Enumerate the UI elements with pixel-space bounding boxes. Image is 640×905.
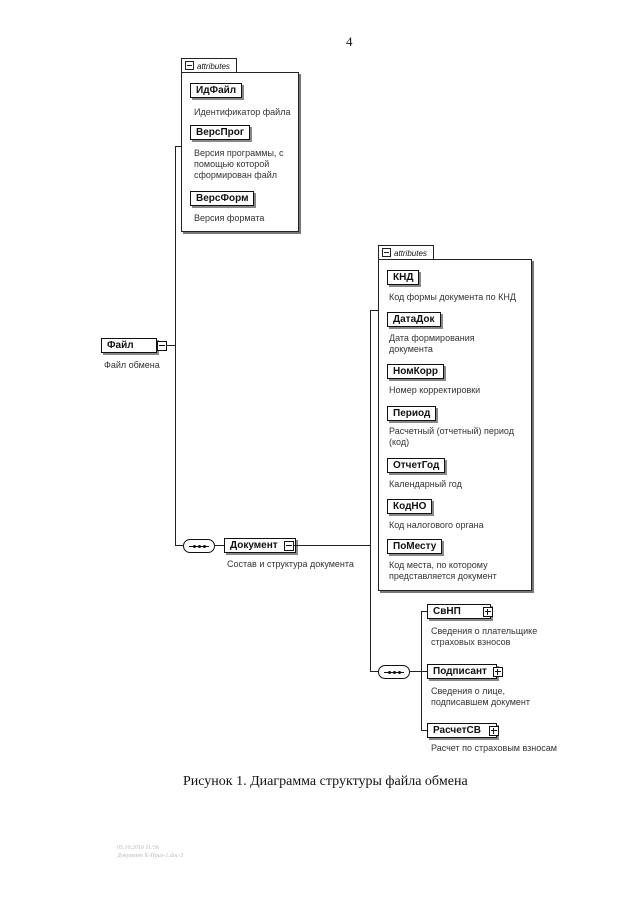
connector	[175, 146, 176, 546]
connector	[370, 671, 378, 672]
attr-knd[interactable]: КНД	[387, 270, 420, 285]
connector	[166, 345, 175, 346]
connector	[214, 545, 224, 546]
attr-idfile-desc: Идентификатор файла	[194, 107, 291, 117]
child-svnp-desc: Сведения о плательщике страховых взносов	[431, 626, 538, 647]
stamp-line-2: Документ К-Прил-1.doc-3	[117, 853, 184, 859]
sequence-icon	[183, 539, 215, 553]
attr-kodno-desc: Код налогового органа	[389, 520, 484, 530]
attr-otchetgod-desc: Календарный год	[389, 479, 462, 489]
child-raschetsv[interactable]: РасчетСВ	[427, 723, 497, 738]
attr-idfile[interactable]: ИдФайл	[190, 83, 243, 98]
child-raschetsv-desc: Расчет по страховым взносам	[431, 743, 557, 753]
doc-attributes-group: КНД Код формы документа по КНД ДатаДок Д…	[378, 259, 532, 591]
attr-period[interactable]: Период	[387, 406, 437, 421]
attr-knd-desc: Код формы документа по КНД	[389, 292, 516, 302]
doc-attributes-label: attributes	[394, 249, 427, 258]
attr-period-desc: Расчетный (отчетный) период (код)	[389, 426, 514, 447]
sequence-icon	[378, 665, 410, 679]
connector	[370, 310, 371, 672]
document-desc: Состав и структура документа	[227, 559, 354, 569]
collapse-icon[interactable]	[382, 248, 391, 257]
file-attributes-group: ИдФайл Идентификатор файла ВерсПрог Верс…	[181, 72, 299, 232]
connector	[175, 545, 183, 546]
connector	[294, 545, 370, 546]
expand-plus-icon[interactable]	[493, 667, 503, 677]
connector	[421, 730, 427, 731]
attr-datadok[interactable]: ДатаДок	[387, 312, 441, 327]
attr-versprog[interactable]: ВерсПрог	[190, 125, 251, 140]
collapse-icon[interactable]	[185, 61, 194, 70]
page-number: 4	[346, 34, 353, 49]
attr-versform-desc: Версия формата	[194, 213, 265, 223]
attr-datadok-desc: Дата формирования документа	[389, 333, 475, 354]
document-stamp: 05.10.2016 11:56 Документ К-Прил-1.doc-3	[117, 844, 184, 860]
connector	[370, 310, 378, 311]
attr-kodno[interactable]: КодНО	[387, 499, 433, 514]
child-podpisant[interactable]: Подписант	[427, 664, 497, 679]
attr-otchetgod[interactable]: ОтчетГод	[387, 458, 446, 473]
connector	[175, 146, 181, 147]
stamp-line-1: 05.10.2016 11:56	[117, 845, 160, 851]
child-podpisant-desc: Сведения о лице, подписавшем документ	[431, 686, 531, 707]
doc-attributes-tab[interactable]: attributes	[378, 245, 434, 259]
file-attributes-tab[interactable]: attributes	[181, 58, 237, 72]
attr-pomestu-desc: Код места, по которому представляется до…	[389, 560, 497, 581]
connector	[421, 611, 427, 612]
connector	[421, 671, 427, 672]
connector	[409, 671, 421, 672]
root-desc: Файл обмена	[104, 360, 160, 370]
attr-nomkorr[interactable]: НомКорр	[387, 364, 445, 379]
figure-caption: Рисунок 1. Диаграмма структуры файла обм…	[183, 774, 468, 789]
file-attributes-label: attributes	[197, 62, 230, 71]
expand-icon[interactable]	[284, 541, 294, 551]
child-svnp[interactable]: СвНП	[427, 604, 491, 619]
attr-nomkorr-desc: Номер корректировки	[389, 385, 481, 395]
attr-versform[interactable]: ВерсФорм	[190, 191, 255, 206]
attr-versprog-desc: Версия программы, с помощью которой сфор…	[194, 148, 284, 180]
expand-plus-icon[interactable]	[483, 607, 493, 617]
expand-icon[interactable]	[157, 341, 167, 351]
expand-plus-icon[interactable]	[489, 726, 499, 736]
attr-pomestu[interactable]: ПоМесту	[387, 539, 443, 554]
root-element[interactable]: Файл	[101, 338, 157, 353]
